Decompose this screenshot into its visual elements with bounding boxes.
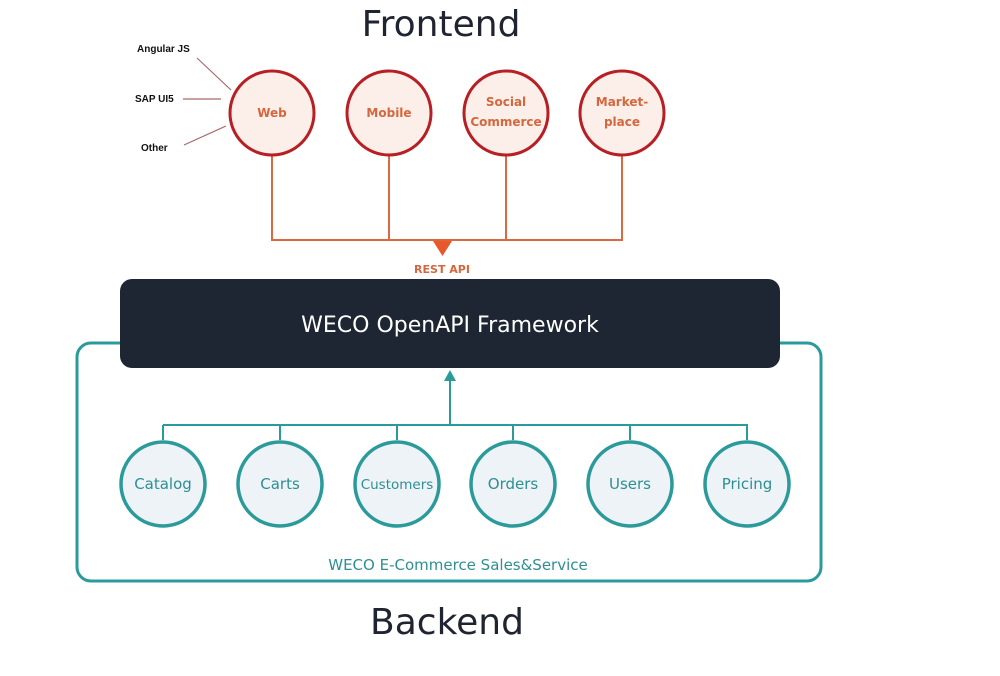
service-label: Users [609,475,651,493]
framework-bar[interactable] [120,279,780,368]
channel-label: Web [257,106,287,120]
service-label: Orders [488,475,539,493]
service-label: Carts [260,475,300,493]
backend-group-label: WECO E-Commerce Sales&Service [328,556,588,574]
rest-api-arrow-icon [433,241,452,256]
frontend-title: Frontend [362,4,521,45]
backend-arrow-icon [444,370,456,381]
tech-label-other: Other [141,143,168,154]
frontend-channels: Web Mobile Social Commerce Market- place [228,69,666,157]
tech-connector-angular [196,57,232,91]
service-carts[interactable]: Carts [236,440,324,528]
service-users[interactable]: Users [586,440,674,528]
channel-label: place [604,115,640,129]
service-catalog[interactable]: Catalog [119,440,207,528]
tech-connector-other [183,125,227,146]
framework-label: WECO OpenAPI Framework [301,313,599,338]
service-label: Catalog [134,475,192,493]
backend-title: Backend [370,602,524,643]
rest-api-label: REST API [414,263,470,276]
backend-connectors [162,380,748,440]
channel-label: Mobile [366,106,411,120]
frontend-connectors [271,156,623,241]
channel-label: Social [486,95,526,109]
service-orders[interactable]: Orders [469,440,557,528]
channel-social-commerce[interactable]: Social Commerce [462,69,550,157]
channel-web[interactable]: Web [228,69,316,157]
service-customers[interactable]: Customers [353,440,441,528]
tech-label-sapui5: SAP UI5 [135,94,174,105]
tech-label-angular: Angular JS [137,44,190,55]
service-label: Pricing [722,475,773,493]
channel-label: Market- [596,95,648,109]
channel-mobile[interactable]: Mobile [345,69,433,157]
channel-label: Commerce [470,115,541,129]
service-label: Customers [361,477,434,493]
service-pricing[interactable]: Pricing [703,440,791,528]
channel-marketplace[interactable]: Market- place [578,69,666,157]
backend-services: Catalog Carts Customers Orders Users Pri… [119,440,791,528]
web-technologies: Angular JS SAP UI5 Other [135,44,232,154]
